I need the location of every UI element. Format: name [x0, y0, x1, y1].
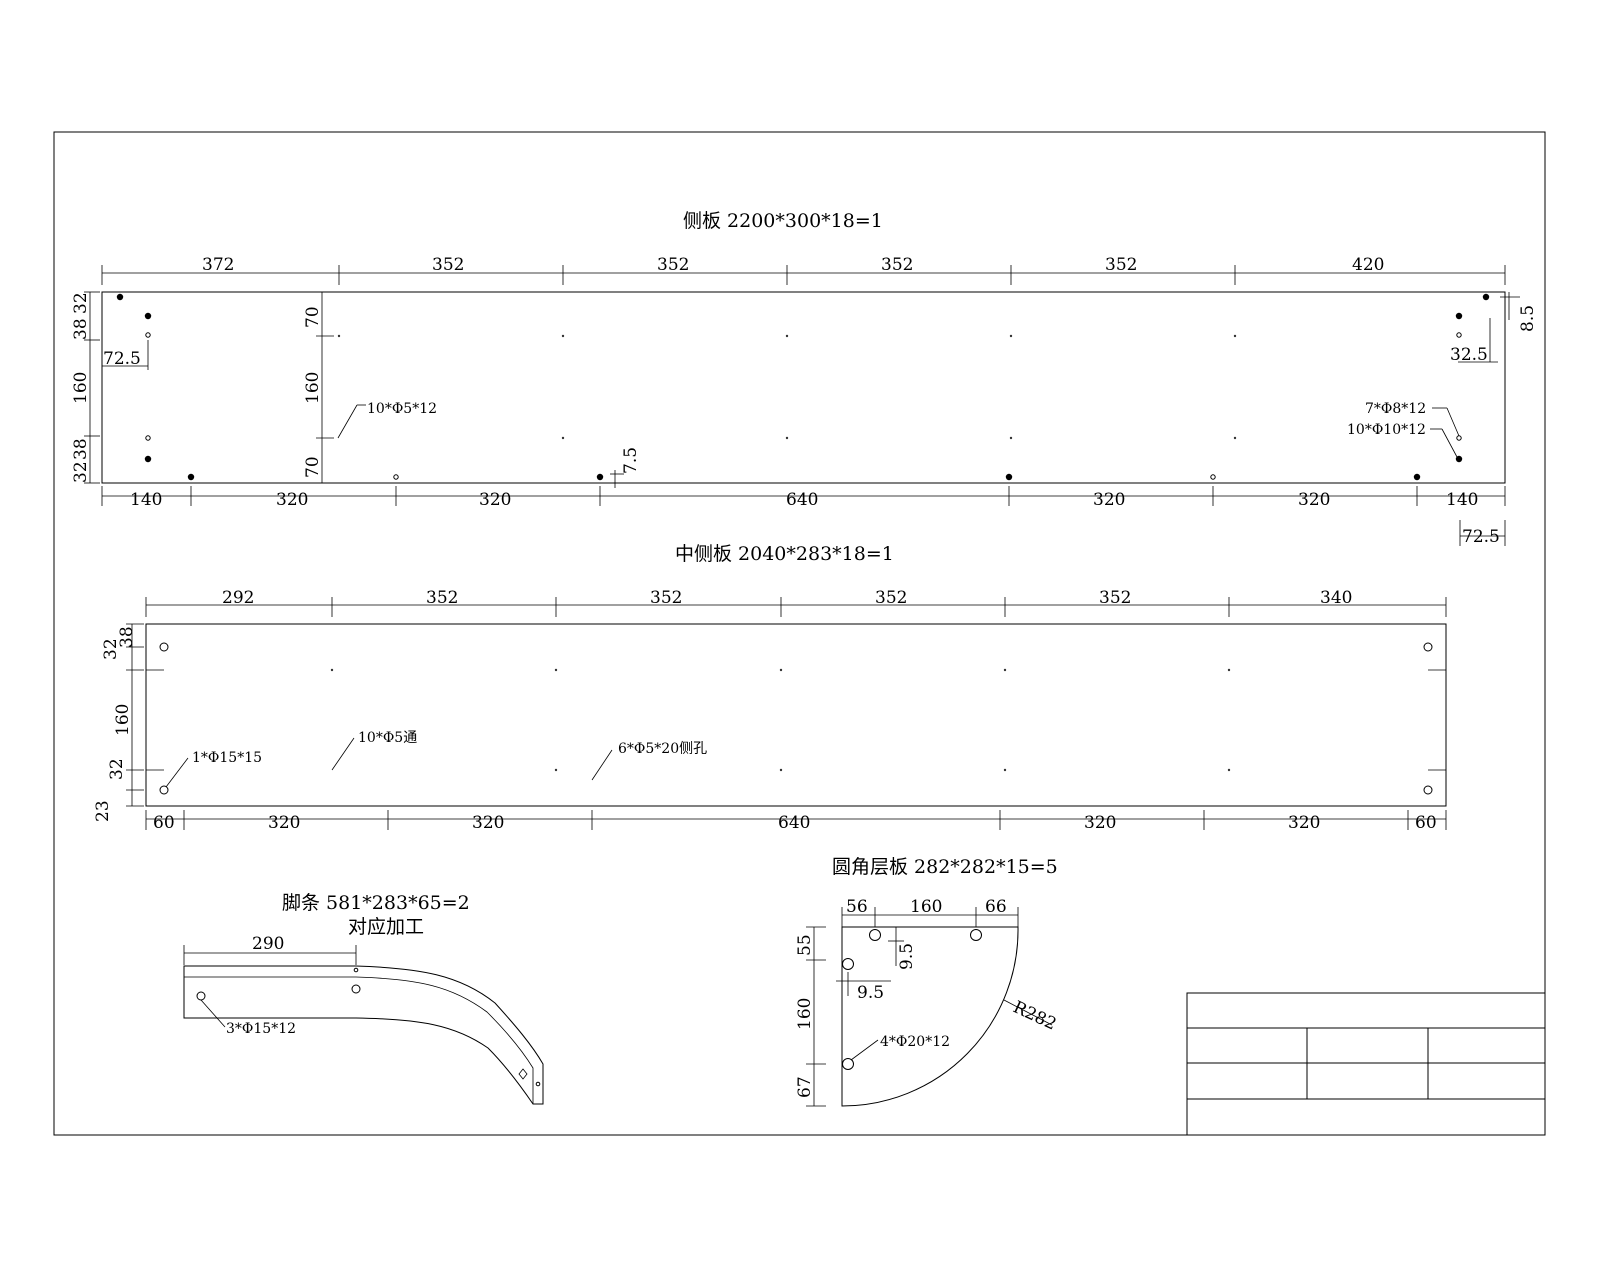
side-panel-left-dimension: 32 38 160 38 32 — [71, 291, 100, 484]
dim-label: 290 — [252, 934, 284, 954]
dim-label: 38 — [117, 626, 137, 648]
mid-panel-title: 中侧板 2040*283*18=1 — [675, 543, 894, 565]
side-panel-bottom-dimension: 140 320 320 640 320 320 140 — [101, 486, 1506, 510]
dim-label: 160 — [910, 897, 942, 917]
dim-label: 32.5 — [1450, 345, 1488, 365]
dim-label: 320 — [268, 813, 300, 833]
dim-label: 320 — [276, 490, 308, 510]
dim-label: 320 — [1298, 490, 1330, 510]
dim-label: 160 — [795, 998, 815, 1030]
drawing-border — [53, 131, 1546, 1136]
mid-panel-edge-ticks — [146, 669, 1446, 771]
dim-label: 60 — [1415, 813, 1437, 833]
radius-label: R282 — [1010, 997, 1059, 1034]
dim-label: 640 — [786, 490, 818, 510]
dim-label: 7.5 — [621, 447, 641, 474]
corner-shelf: 圆角层板 282*282*15=5 56 160 66 55 160 67 9.… — [795, 856, 1059, 1107]
mid-panel-bottom-dimension: 60 320 320 640 320 320 60 — [145, 810, 1447, 833]
side-panel-holes-small — [145, 332, 1462, 480]
mid-panel-holes — [159, 642, 1433, 795]
callout-label: 7*Φ8*12 — [1365, 401, 1426, 417]
dim-label: 320 — [472, 813, 504, 833]
dim-label: 8.5 — [1518, 305, 1538, 332]
dim-label: 38 — [71, 438, 91, 460]
dim-label: 56 — [846, 897, 868, 917]
callout-label: 3*Φ15*12 — [226, 1021, 296, 1037]
foot-strip-title-line2: 对应加工 — [348, 916, 424, 938]
dim-label: 9.5 — [897, 943, 917, 970]
callout-label: 10*Φ5通 — [358, 730, 417, 746]
dim-label: 352 — [1099, 588, 1131, 608]
dim-label: 9.5 — [857, 983, 884, 1003]
dim-label: 320 — [479, 490, 511, 510]
dim-label: 160 — [113, 704, 133, 736]
dim-label: 340 — [1320, 588, 1352, 608]
dim-label: 70 — [303, 456, 323, 478]
mid-panel-callouts: 1*Φ15*15 10*Φ5通 6*Φ5*20侧孔 — [165, 730, 707, 788]
foot-strip-outline — [183, 965, 544, 1105]
side-panel-offset-bottom: 7.5 — [610, 447, 641, 488]
dim-label: 352 — [1105, 255, 1137, 275]
side-panel-top-dimension: 372 352 352 352 352 420 — [101, 255, 1506, 285]
dim-label: 420 — [1352, 255, 1384, 275]
callout-label: 1*Φ15*15 — [192, 750, 262, 766]
side-panel-outline — [101, 291, 1506, 484]
side-panel-offset-right: 32.5 8.5 72.5 — [1450, 292, 1538, 547]
dim-label: 352 — [650, 588, 682, 608]
callout-label: 10*Φ5*12 — [367, 401, 437, 417]
dim-label: 640 — [778, 813, 810, 833]
callout-label: 6*Φ5*20侧孔 — [618, 741, 707, 757]
dim-label: 320 — [1093, 490, 1125, 510]
dim-label: 352 — [432, 255, 464, 275]
foot-strip-inner-line — [184, 976, 534, 1104]
title-block — [1186, 992, 1546, 1136]
dim-label: 140 — [130, 490, 162, 510]
dim-label: 38 — [71, 318, 91, 340]
mid-panel-left-dimension: 32 38 160 32 23 — [93, 623, 144, 822]
dim-label: 352 — [426, 588, 458, 608]
dim-label: 32 — [107, 758, 127, 780]
side-panel-callouts: 10*Φ5*12 7*Φ8*12 10*Φ10*12 — [337, 401, 1460, 458]
dim-label: 160 — [303, 372, 323, 404]
mid-panel: 中侧板 2040*283*18=1 292 352 352 352 352 34… — [93, 543, 1447, 833]
callout-label: 10*Φ10*12 — [1347, 422, 1426, 438]
dim-label: 70 — [303, 306, 323, 328]
callout-label: 4*Φ20*12 — [880, 1034, 950, 1050]
foot-strip-title-line1: 脚条 581*283*65=2 — [282, 892, 470, 914]
dim-label: 160 — [71, 372, 91, 404]
dim-label: 320 — [1084, 813, 1116, 833]
side-panel-title: 侧板 2200*300*18=1 — [683, 210, 883, 232]
dim-label: 67 — [795, 1076, 815, 1098]
mid-panel-outline — [145, 623, 1447, 807]
dim-label: 352 — [875, 588, 907, 608]
mid-panel-top-dimension: 292 352 352 352 352 340 — [145, 588, 1447, 617]
side-panel-holes-large — [116, 293, 1490, 481]
dim-label: 352 — [881, 255, 913, 275]
dim-label: 60 — [153, 813, 175, 833]
corner-shelf-title: 圆角层板 282*282*15=5 — [832, 856, 1058, 878]
dim-label: 55 — [795, 934, 815, 956]
dim-label: 66 — [985, 897, 1007, 917]
dim-label: 72.5 — [103, 349, 141, 369]
dim-label: 23 — [93, 800, 113, 822]
corner-shelf-outline — [841, 926, 1019, 1107]
dim-label: 320 — [1288, 813, 1320, 833]
dim-label: 292 — [222, 588, 254, 608]
dim-label: 372 — [202, 255, 234, 275]
dim-label: 72.5 — [1462, 527, 1500, 547]
dim-label: 32 — [71, 292, 91, 314]
side-panel-offset-left: 72.5 — [102, 340, 149, 370]
dim-label: 140 — [1446, 490, 1478, 510]
foot-strip: 脚条 581*283*65=2 对应加工 290 3*Φ15*12 — [183, 892, 544, 1105]
dim-label: 32 — [71, 461, 91, 483]
dim-label: 32 — [101, 638, 121, 660]
dim-label: 352 — [657, 255, 689, 275]
side-panel: 侧板 2200*300*18=1 372 352 352 352 352 420 — [71, 210, 1538, 547]
side-panel-inner-dimension: 70 160 70 — [303, 292, 334, 483]
